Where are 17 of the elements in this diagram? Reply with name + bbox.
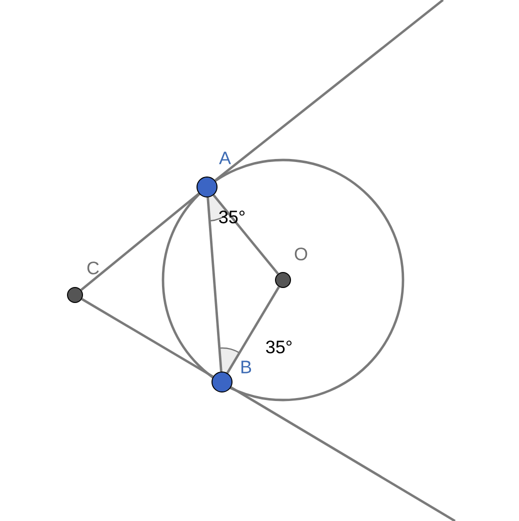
point: A: [196, 152, 231, 198]
node-label: B: [241, 360, 252, 374]
angle-label: 35°: [266, 340, 292, 354]
node-label: C: [87, 262, 99, 274]
point: B: [212, 360, 252, 392]
line-segment: [81, 298, 214, 378]
angle-label: 35°: [219, 210, 245, 224]
line-segment: [80, 192, 200, 291]
line-segment: [212, 194, 279, 275]
point: O: [275, 248, 308, 288]
line-segment: [226, 286, 280, 374]
point: C: [67, 262, 99, 303]
tangent-line: [230, 386, 456, 521]
tangent-line: [214, 0, 444, 182]
node-label: O: [294, 248, 308, 260]
line-segment: [206, 197, 222, 372]
node-label: A: [219, 152, 231, 164]
